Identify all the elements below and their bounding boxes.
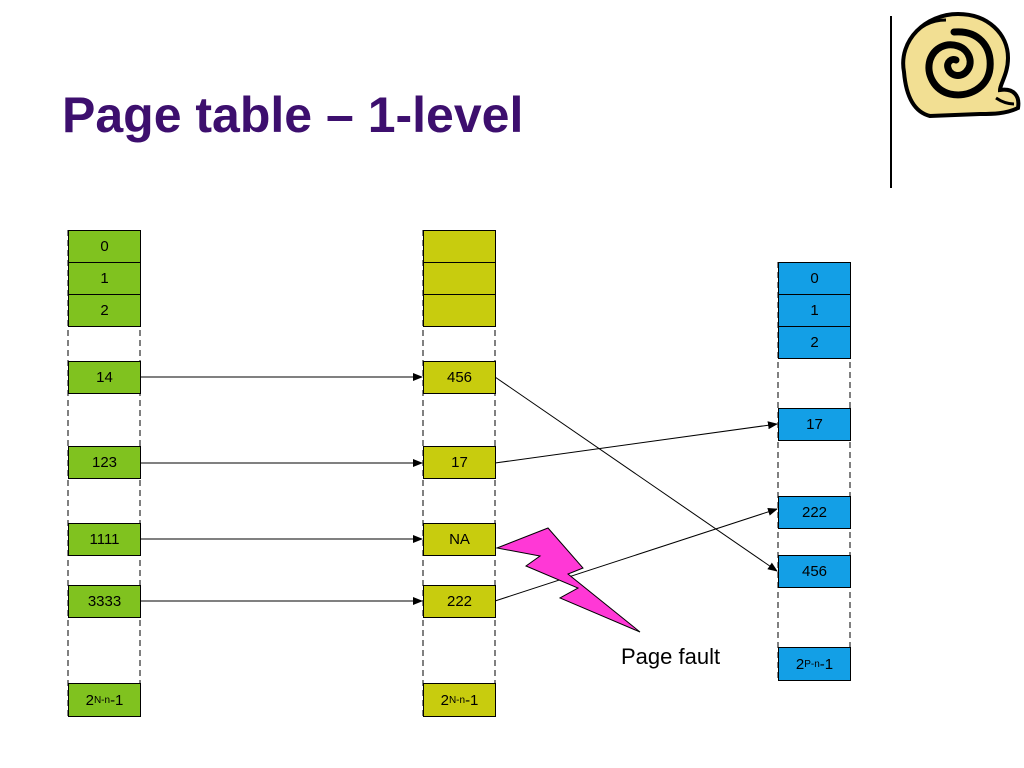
pte-cell-1 [423,262,496,295]
vpn-cell-123: 123 [68,446,141,479]
page-title: Page table – 1-level [62,87,524,143]
pte-cell-na: NA [423,523,496,556]
vpn-cell-14: 14 [68,361,141,394]
vpn-last-exponent: N-n [93,694,111,706]
arrow-17-to-frame-17 [494,421,778,464]
arrow-456-to-frame-456 [494,376,778,572]
pte-last-exponent: N-n [448,694,466,706]
vpn-cell-2: 2 [68,294,141,327]
spiral-snail-icon [901,11,1021,119]
pte-cell-2 [423,294,496,327]
pte-cell-0 [423,230,496,263]
frame-last-base: 2 [795,655,805,673]
pte-cell-222: 222 [423,585,496,618]
pte-cell-456: 456 [423,361,496,394]
frame-cell-456: 456 [778,555,851,588]
page-fault-bolt [495,527,641,633]
vpn-cell-0: 0 [68,230,141,263]
page-fault-label: Page fault [621,644,721,669]
vpn-cell-3333: 3333 [68,585,141,618]
vpn-cell-1111: 1111 [68,523,141,556]
pte-last-base: 2 [440,691,449,709]
frame-last-suffix: -1 [819,655,834,673]
vpn-last-suffix: -1 [110,691,124,709]
pte-last-suffix: -1 [465,691,479,709]
title-divider [890,16,892,188]
frame-cell-17: 17 [778,408,851,441]
pte-cell-17: 17 [423,446,496,479]
frame-last-exponent: P-n [804,658,820,670]
frame-cell-2: 2 [778,326,851,359]
frame-cell-222: 222 [778,496,851,529]
frame-cell-0: 0 [778,262,851,295]
vpn-last-base: 2 [85,691,94,709]
frame-cell-1: 1 [778,294,851,327]
vpn-cell-1: 1 [68,262,141,295]
arrow-222-to-frame-222 [494,507,778,602]
